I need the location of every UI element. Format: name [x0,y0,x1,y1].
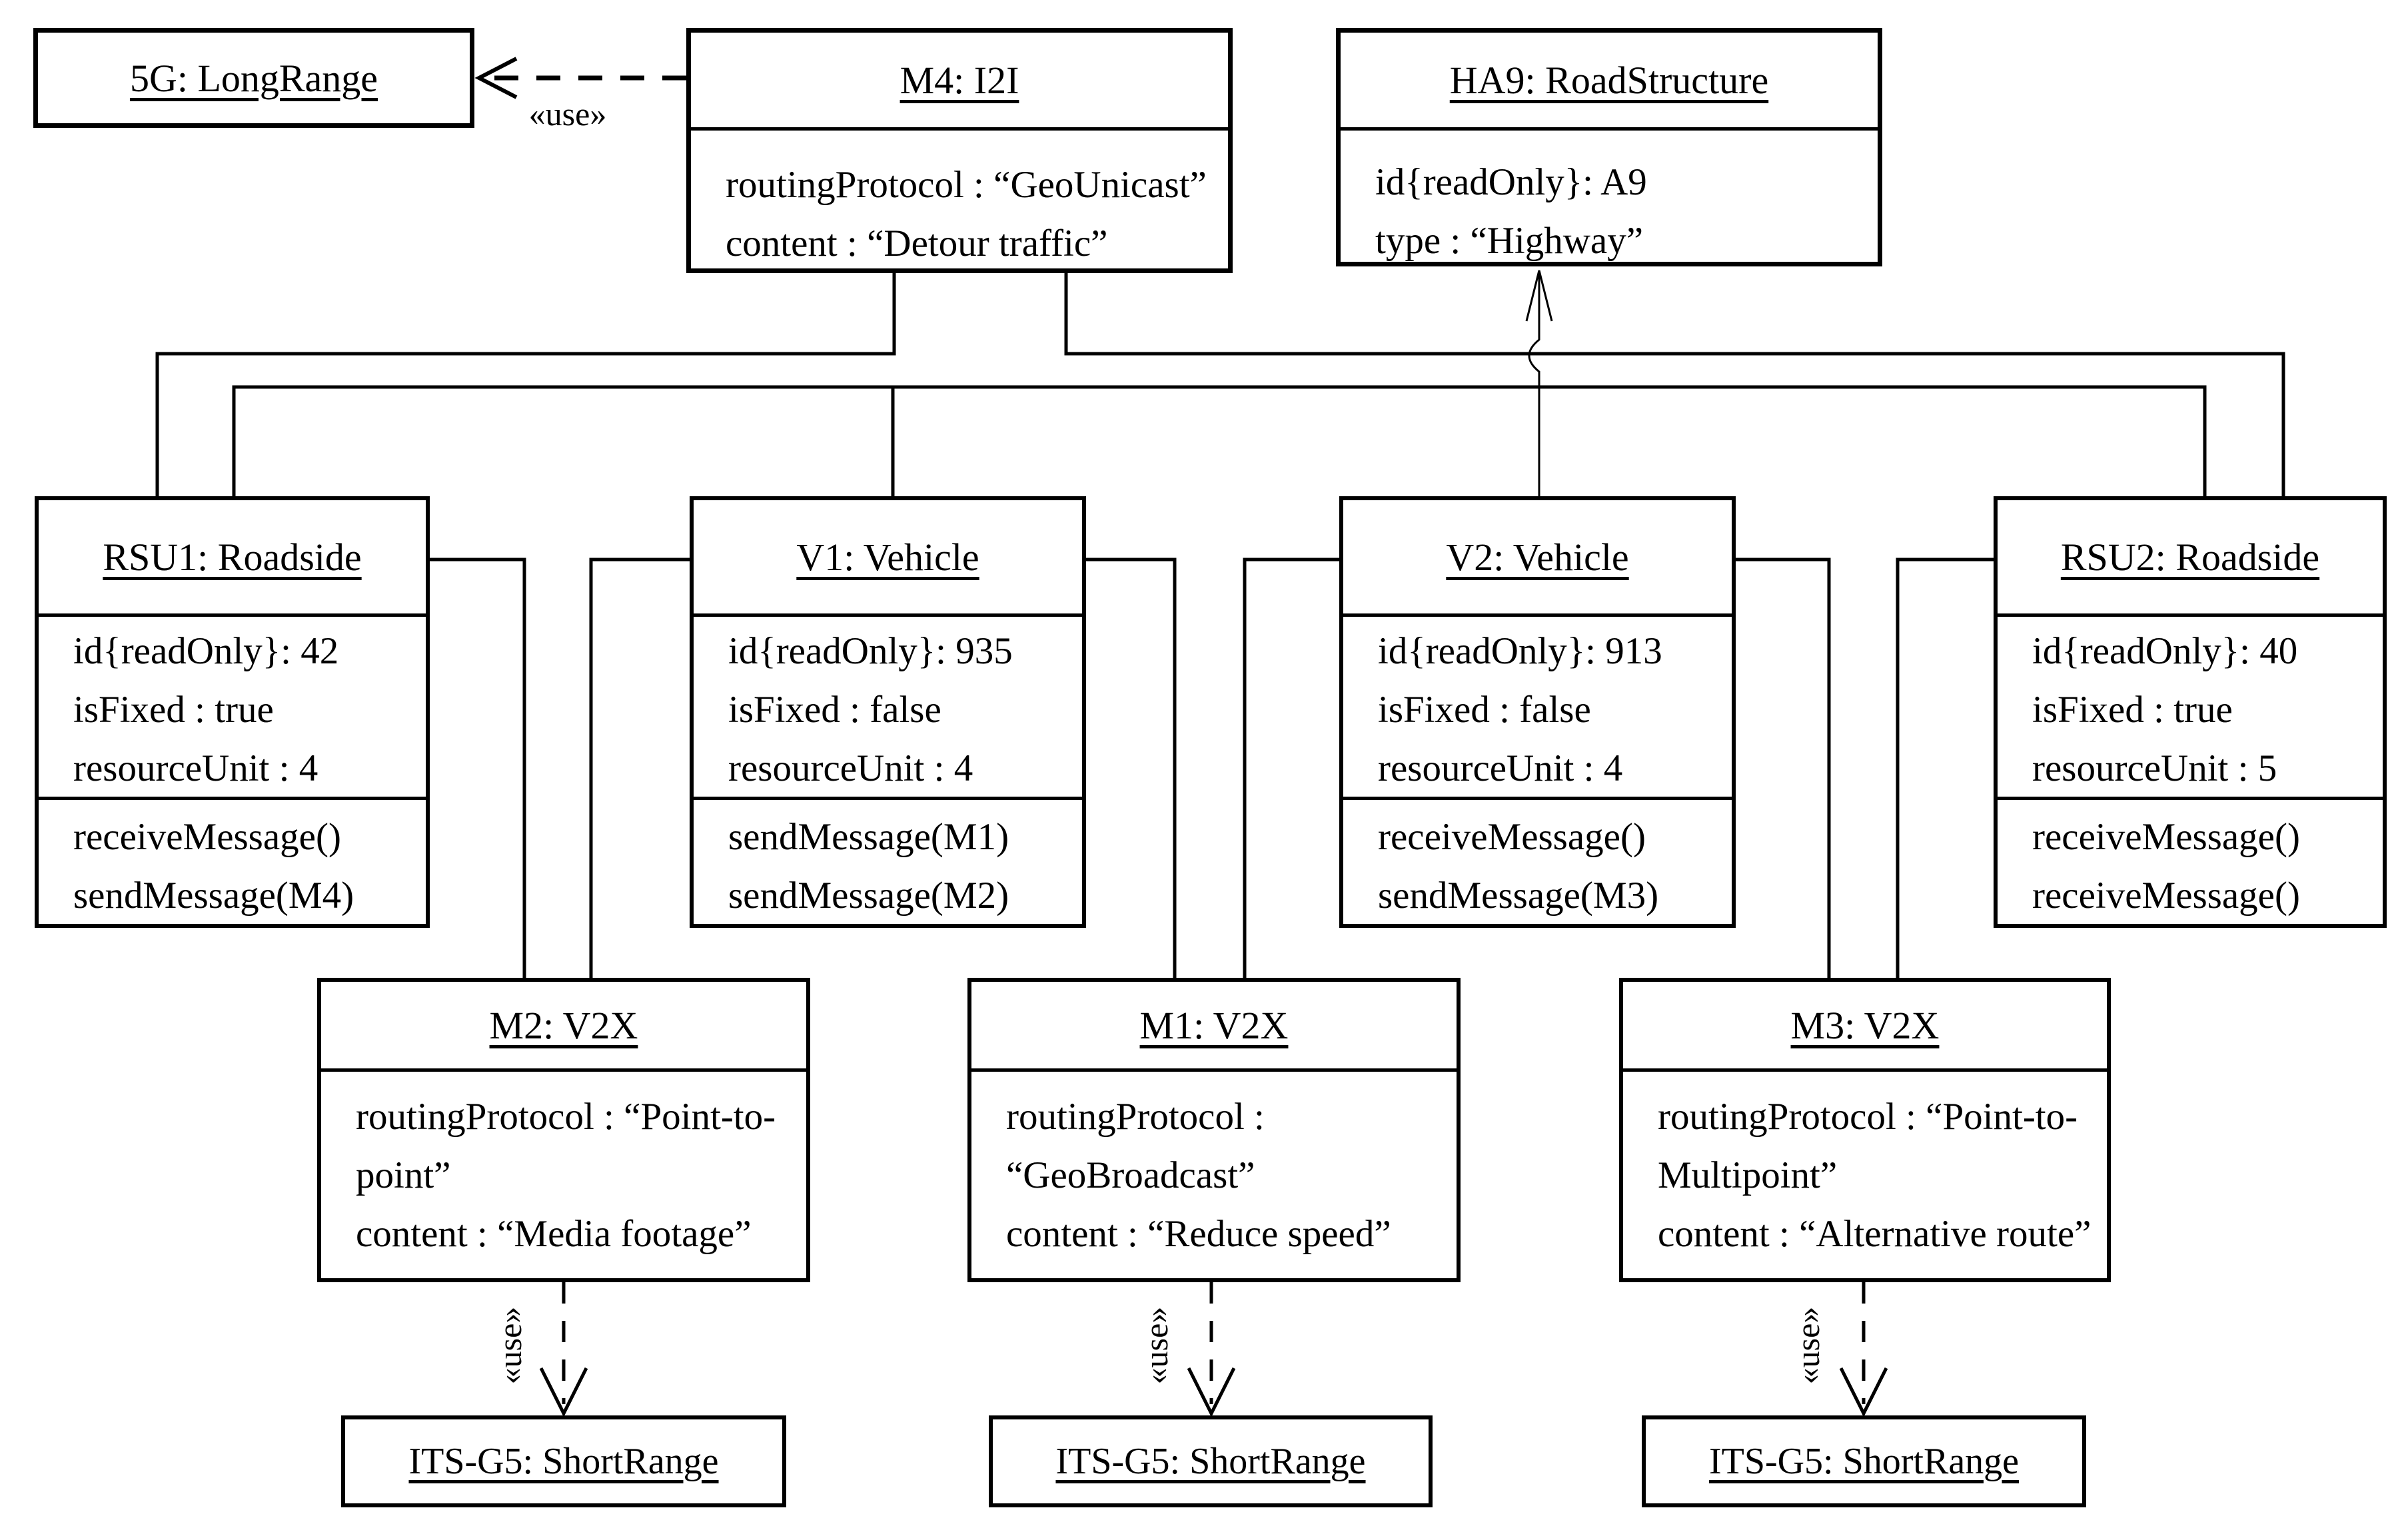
open-arrowhead-its2 [1187,1367,1236,1417]
link-m4-rsu1 [155,270,896,496]
object-rsu2-roadside: RSU2: Roadside id{readOnly}: 40 isFixed … [1994,496,2387,928]
attribute-compartment: id{readOnly}: 42 isFixed : true resource… [39,613,426,797]
object-v1-vehicle: V1: Vehicle id{readOnly}: 935 isFixed : … [690,496,1086,928]
attribute-line: id{readOnly}: 42 [73,630,339,672]
use-label-m4-5g: «use» [529,95,607,133]
attribute-compartment: routingProtocol : “Point-to-Multipoint” … [1623,1068,2107,1278]
use-label-m3-its3: «use» [1789,1307,1826,1385]
attribute-compartment: routingProtocol : “GeoUnicast” content :… [691,127,1228,273]
attribute-line: isFixed : false [1378,689,1591,731]
object-title: HA9: RoadStructure [1449,58,1769,102]
link-rsu1-rsu2-bus [232,385,2207,496]
object-its-g5-shortrange-1: ITS-G5: ShortRange [341,1415,786,1507]
operation-line: receiveMessage() [2032,875,2300,917]
attribute-line: resourceUnit : 4 [1378,747,1623,789]
object-title: M2: V2X [489,1003,638,1047]
operation-compartment: receiveMessage() sendMessage(M3) [1343,797,1732,925]
attribute-line: routingProtocol : “Point-to-point” [356,1096,776,1196]
object-m3-v2x: M3: V2X routingProtocol : “Point-to-Mult… [1619,978,2111,1282]
link-v2-m1 [1243,558,1339,978]
object-its-g5-shortrange-2: ITS-G5: ShortRange [989,1415,1433,1507]
link-v1-m2 [589,558,690,978]
open-arrowhead-its1 [539,1367,588,1417]
link-m4-rsu2 [1064,270,2285,496]
attribute-compartment: id{readOnly}: A9 type : “Highway” [1341,127,1878,270]
link-v2-ha9 [1528,273,1540,496]
attribute-line: isFixed : false [728,689,941,731]
object-title: 5G: LongRange [129,56,378,100]
operation-line: receiveMessage() [2032,816,2300,858]
object-title: RSU2: Roadside [2060,535,2320,579]
object-m4-i2i: M4: I2I routingProtocol : “GeoUnicast” c… [686,28,1233,273]
link-rsu1-m2 [430,558,526,978]
attribute-line: routingProtocol : “GeoBroadcast” [1006,1096,1265,1196]
object-m2-v2x: M2: V2X routingProtocol : “Point-to-poin… [317,978,810,1282]
use-label-m1-its2: «use» [1137,1307,1175,1385]
operation-compartment: sendMessage(M1) sendMessage(M2) [694,797,1082,925]
object-title: ITS-G5: ShortRange [1055,1441,1366,1482]
attribute-line: id{readOnly}: 913 [1378,630,1662,672]
attribute-line: id{readOnly}: 40 [2032,630,2298,672]
attribute-compartment: routingProtocol : “GeoBroadcast” content… [971,1068,1457,1278]
object-title: M1: V2X [1139,1003,1289,1047]
operation-line: sendMessage(M4) [73,875,354,917]
open-arrowhead-5g [474,57,518,99]
attribute-compartment: id{readOnly}: 40 isFixed : true resource… [1998,613,2383,797]
attribute-line: isFixed : true [73,689,274,731]
attribute-compartment: routingProtocol : “Point-to-point” conte… [321,1068,806,1278]
attribute-line: type : “Highway” [1375,220,1644,262]
operation-compartment: receiveMessage() receiveMessage() [1998,797,2383,925]
object-title: RSU1: Roadside [103,535,362,579]
object-title: M4: I2I [900,58,1019,102]
attribute-line: resourceUnit : 5 [2032,747,2277,789]
operation-line: sendMessage(M1) [728,816,1009,858]
attribute-line: content : “Media footage” [356,1213,752,1255]
attribute-compartment: id{readOnly}: 935 isFixed : false resour… [694,613,1082,797]
link-rsu2-m3 [1896,558,1994,978]
operation-line: sendMessage(M2) [728,875,1009,917]
object-title: M3: V2X [1790,1003,1940,1047]
attribute-line: id{readOnly}: 935 [728,630,1013,672]
object-v2-vehicle: V2: Vehicle id{readOnly}: 913 isFixed : … [1339,496,1736,928]
attribute-line: isFixed : true [2032,689,2233,731]
object-title: ITS-G5: ShortRange [1708,1441,2020,1482]
object-ha9-roadstructure: HA9: RoadStructure id{readOnly}: A9 type… [1336,28,1882,266]
operation-line: receiveMessage() [1378,816,1646,858]
attribute-line: id{readOnly}: A9 [1375,161,1647,203]
object-title: V2: Vehicle [1446,535,1629,579]
operation-line: receiveMessage() [73,816,341,858]
object-title: ITS-G5: ShortRange [408,1441,719,1482]
attribute-line: content : “Reduce speed” [1006,1213,1391,1255]
object-rsu1-roadside: RSU1: Roadside id{readOnly}: 42 isFixed … [35,496,430,928]
link-v2-m3 [1736,558,1831,978]
link-v1-m1 [1086,558,1177,978]
open-arrowhead-ha9 [1525,270,1553,322]
operation-compartment: receiveMessage() sendMessage(M4) [39,797,426,925]
object-5g-longrange: 5G: LongRange [33,28,474,128]
attribute-line: content : “Alternative route” [1658,1213,2092,1255]
attribute-compartment: id{readOnly}: 913 isFixed : false resour… [1343,613,1732,797]
attribute-line: routingProtocol : “GeoUnicast” [726,164,1207,206]
operation-line: sendMessage(M3) [1378,875,1659,917]
attribute-line: resourceUnit : 4 [73,747,318,789]
object-m1-v2x: M1: V2X routingProtocol : “GeoBroadcast”… [967,978,1461,1282]
attribute-line: content : “Detour traffic” [726,222,1108,264]
use-label-m2-its1: «use» [491,1307,528,1385]
object-title: V1: Vehicle [796,535,979,579]
open-arrowhead-its3 [1839,1367,1888,1417]
object-its-g5-shortrange-3: ITS-G5: ShortRange [1642,1415,2086,1507]
attribute-line: routingProtocol : “Point-to-Multipoint” [1658,1096,2078,1196]
attribute-line: resourceUnit : 4 [728,747,973,789]
